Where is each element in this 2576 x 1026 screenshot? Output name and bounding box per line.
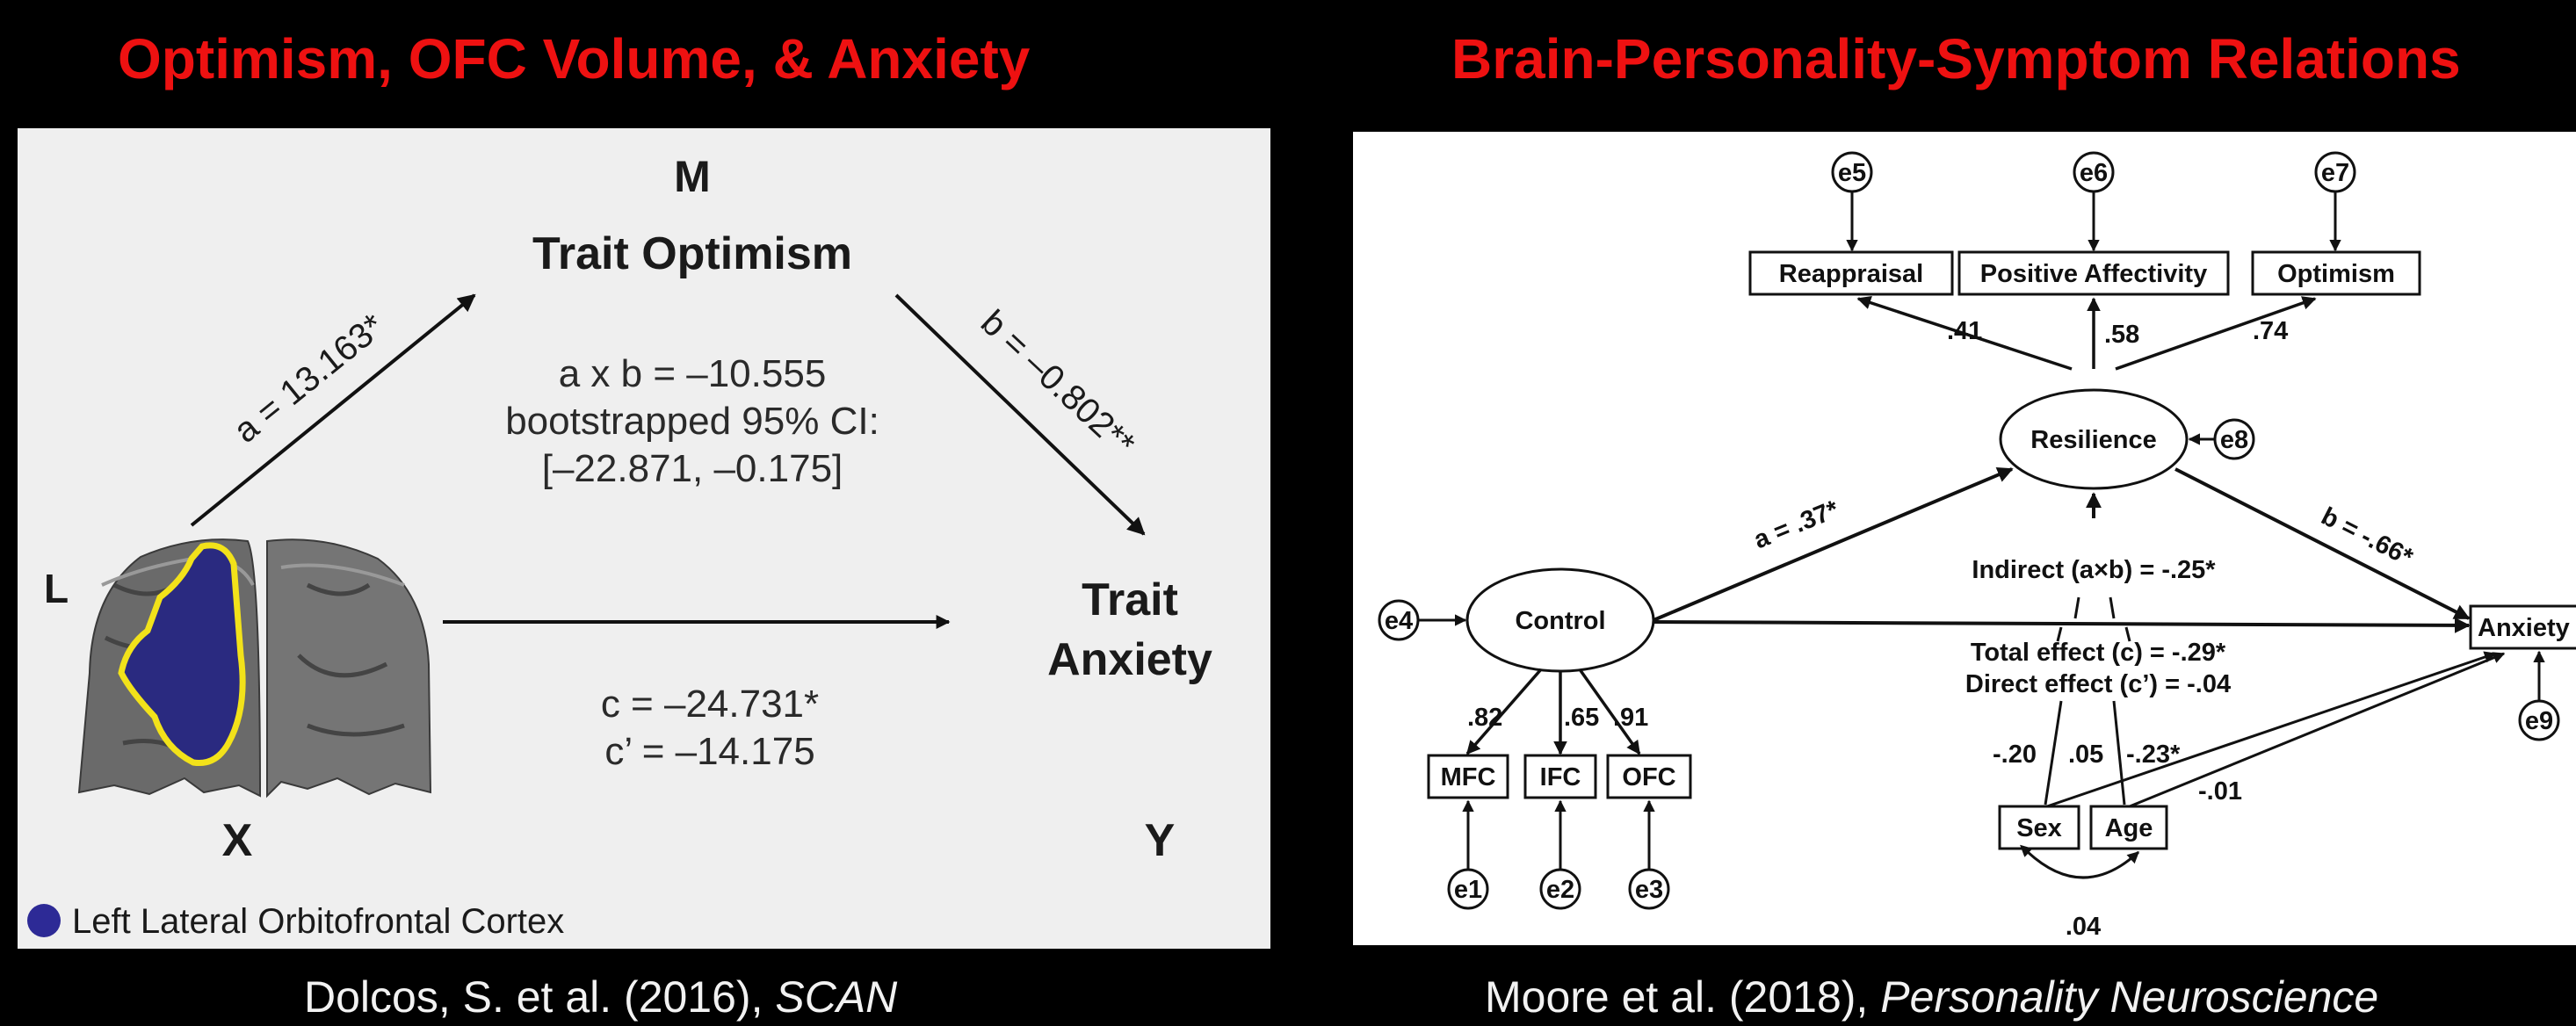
indicator-ifc: IFC (1540, 763, 1581, 791)
error-e7: e7 (2321, 159, 2349, 187)
left-citation: Dolcos, S. et al. (2016), SCAN (304, 972, 898, 1022)
left-citation-journal: SCAN (775, 972, 898, 1022)
loading-optimism: .74 (2253, 317, 2288, 345)
total-effect-label: Total effect (c) = -.29* (1971, 639, 2226, 667)
outcome-label-line2: Anxiety (1047, 634, 1212, 685)
legend-label: Left Lateral Orbitofrontal Cortex (72, 902, 564, 941)
indicator-mfc: MFC (1441, 763, 1496, 791)
cov-path-age-anxiety: -.01 (2198, 777, 2242, 806)
error-e4: e4 (1385, 607, 1413, 635)
indicator-positive-affectivity: Positive Affectivity (1980, 260, 2207, 288)
indicator-ofc: OFC (1622, 763, 1675, 791)
cov-path-sex-anxiety: -.23* (2126, 741, 2181, 769)
path-b-label: b = -.66* (2317, 502, 2418, 573)
mediation-diagram: M Trait Optimism a x b = –10.555 bootstr… (27, 152, 1212, 941)
latent-resilience: Resilience (2030, 426, 2156, 454)
path-b-arrow (894, 293, 1146, 536)
brain-image (77, 538, 432, 798)
error-e3: e3 (1635, 876, 1663, 904)
error-e5: e5 (1838, 159, 1866, 187)
outcome-anxiety: Anxiety (2478, 614, 2570, 642)
outcome-letter-y: Y (1145, 815, 1176, 866)
bootstrap-ci-range: [–22.871, –0.175] (542, 447, 843, 490)
ofc-region-highlight (118, 542, 246, 767)
loading-ofc: .91 (1613, 704, 1648, 732)
loading-mfc: .82 (1467, 704, 1502, 732)
error-e6: e6 (2080, 159, 2108, 187)
cov-path-sex-resilience: -.20 (1993, 741, 2037, 769)
indirect-effect-label: Indirect (a×b) = -.25* (1972, 556, 2216, 584)
path-a-arrow (190, 293, 476, 527)
error-e9: e9 (2525, 707, 2553, 735)
predictor-letter-x: X (222, 815, 253, 866)
indirect-effect-value: a x b = –10.555 (559, 352, 827, 395)
sem-diagram: e5 e6 e7 Reappraisal Positive Affectivit… (1378, 151, 2576, 941)
loading-ifc: .65 (1564, 704, 1599, 732)
indicator-reappraisal: Reappraisal (1779, 260, 1923, 288)
right-citation-journal: Personality Neuroscience (1880, 972, 2379, 1022)
sem-model-panel: e5 e6 e7 Reappraisal Positive Affectivit… (1353, 132, 2576, 945)
bootstrap-ci-label: bootstrapped 95% CI: (505, 400, 879, 443)
path-c-prime-label: c’ = –14.175 (604, 730, 814, 773)
legend-marker (27, 904, 61, 937)
covariate-sex: Sex (2016, 814, 2062, 842)
sex-age-correlation: .04 (2066, 913, 2101, 941)
right-panel-title: Brain-Personality-Symptom Relations (1451, 27, 2461, 90)
mediator-letter-m: M (674, 152, 711, 201)
error-e8: e8 (2220, 426, 2248, 454)
latent-control: Control (1515, 607, 1605, 635)
error-e2: e2 (1546, 876, 1574, 904)
left-panel-title: Optimism, OFC Volume, & Anxiety (118, 27, 1031, 90)
right-citation: Moore et al. (2018), Personality Neurosc… (1485, 972, 2379, 1022)
cov-path-age-resilience: .05 (2068, 741, 2103, 769)
indicator-optimism: Optimism (2277, 260, 2395, 288)
error-e1: e1 (1454, 876, 1482, 904)
path-b-label: b = –0.802** (973, 303, 1142, 464)
covariate-age: Age (2105, 814, 2153, 842)
mediator-label: Trait Optimism (532, 228, 852, 279)
path-c-label: c = –24.731* (601, 683, 819, 726)
outcome-label-line1: Trait (1082, 574, 1178, 625)
hemisphere-label: L (44, 566, 69, 611)
loading-positive-affectivity: .58 (2104, 321, 2139, 349)
loading-reappraisal: .41 (1947, 317, 1982, 345)
direct-effect-label: Direct effect (c’) = -.04 (1965, 670, 2231, 698)
mediation-model-panel: M Trait Optimism a x b = –10.555 bootstr… (18, 128, 1270, 949)
